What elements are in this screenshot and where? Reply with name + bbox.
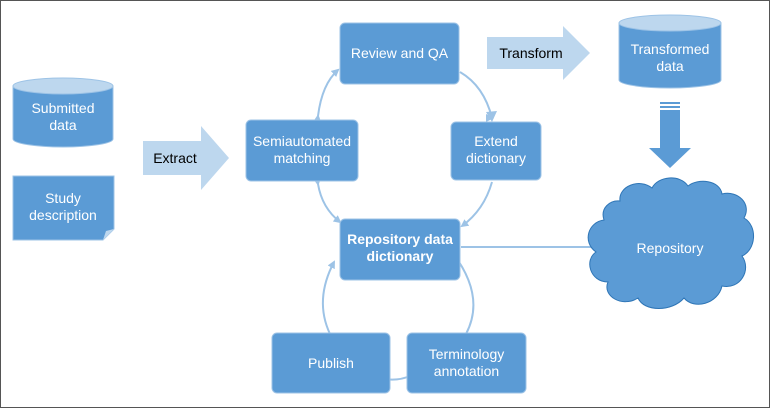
arrow-publish-repo-dict xyxy=(321,260,335,335)
repository-data-dictionary-line-1: Repository data xyxy=(347,231,453,247)
submitted-data-line-2: data xyxy=(49,117,76,133)
arrow-extend-repo-dict xyxy=(460,181,493,228)
repository-cloud: Repository xyxy=(587,177,754,309)
publish-box: Publish xyxy=(271,332,391,394)
terminology-annotation-line-2: annotation xyxy=(434,363,499,379)
study-description-line-1: Study xyxy=(45,190,81,206)
extract-label: Extract xyxy=(153,150,197,166)
arrowhead-extend xyxy=(486,111,497,122)
study-description-line-2: description xyxy=(29,207,97,223)
transform-label: Transform xyxy=(499,45,562,61)
review-qa-label: Review and QA xyxy=(351,45,449,61)
transformed-data-line-1: Transformed xyxy=(631,41,710,57)
extract-arrow: Extract xyxy=(143,126,229,190)
transform-arrow: Transform xyxy=(487,26,590,80)
review-qa-box: Review and QA xyxy=(339,22,460,85)
semiautomated-matching-line-2: matching xyxy=(274,150,331,166)
arrow-matching-review xyxy=(313,68,340,123)
transformed-data-line-2: data xyxy=(656,58,683,74)
extend-dictionary-line-2: dictionary xyxy=(466,150,526,166)
arrow-matching-repo-dict xyxy=(313,177,342,224)
submitted-data-line-1: Submitted xyxy=(31,100,94,116)
repository-data-dictionary-line-2: dictionary xyxy=(367,248,434,264)
down-arrow xyxy=(649,102,691,168)
semiautomated-matching-line-1: Semiautomated xyxy=(253,133,351,149)
extend-dictionary-line-1: Extend xyxy=(474,133,518,149)
terminology-annotation-line-1: Terminology xyxy=(429,346,504,362)
repository-label: Repository xyxy=(637,240,704,256)
publish-label: Publish xyxy=(308,355,354,371)
